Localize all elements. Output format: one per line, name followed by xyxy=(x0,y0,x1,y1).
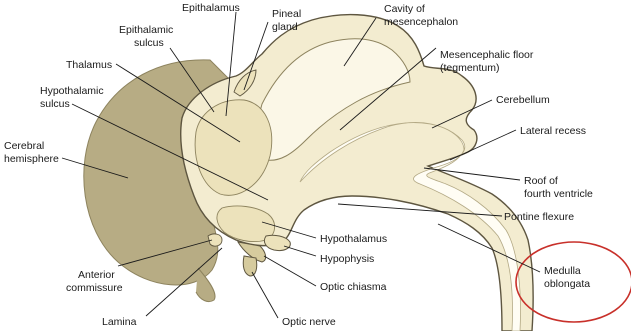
label-lamina: Lamina xyxy=(102,316,137,328)
label-hypophysis: Hypophysis xyxy=(320,253,374,265)
label-epithalamic-sulcus-line2: sulcus xyxy=(134,37,164,49)
label-cavity-line2: mesencephalon xyxy=(384,16,458,28)
label-pineal-line2: gland xyxy=(272,21,298,33)
label-epithalamic-sulcus-line1: Epithalamic xyxy=(119,24,173,36)
label-hypothalamus: Hypothalamus xyxy=(320,233,387,245)
label-pontine-flexure: Pontine flexure xyxy=(504,211,574,223)
label-mes-floor-line2: (tegmentum) xyxy=(440,62,500,74)
label-medulla-line2: oblongata xyxy=(544,278,590,290)
label-cerebral-hemisphere-line1: Cerebral xyxy=(4,140,44,152)
leader-hypophysis xyxy=(284,246,316,256)
leader-optic-nerve xyxy=(252,272,278,318)
leader-optic-chiasma xyxy=(264,256,316,286)
label-lateral-recess: Lateral recess xyxy=(520,125,586,137)
label-medulla-line1: Medulla xyxy=(544,265,581,277)
label-optic-nerve: Optic nerve xyxy=(282,316,336,328)
anterior-commissure xyxy=(208,234,222,246)
label-hypothalamic-sulcus-line2: sulcus xyxy=(40,98,70,110)
label-roof-line2: fourth ventricle xyxy=(524,188,593,200)
label-thalamus: Thalamus xyxy=(66,59,112,71)
label-anterior-commissure-line1: Anterior xyxy=(78,269,115,281)
label-anterior-commissure-line2: commissure xyxy=(66,282,123,294)
label-cerebellum: Cerebellum xyxy=(496,94,550,106)
label-hypothalamic-sulcus-line1: Hypothalamic xyxy=(40,85,104,97)
label-cavity-line1: Cavity of xyxy=(384,3,425,15)
label-optic-chiasma: Optic chiasma xyxy=(320,281,387,293)
label-cerebral-hemisphere-line2: hemisphere xyxy=(4,153,59,165)
label-pineal-line1: Pineal xyxy=(272,8,301,20)
label-epithalamus: Epithalamus xyxy=(182,2,240,14)
label-mes-floor-line1: Mesencephalic floor xyxy=(440,49,534,61)
label-roof-line1: Roof of xyxy=(524,175,558,187)
optic-nerve xyxy=(243,256,257,276)
